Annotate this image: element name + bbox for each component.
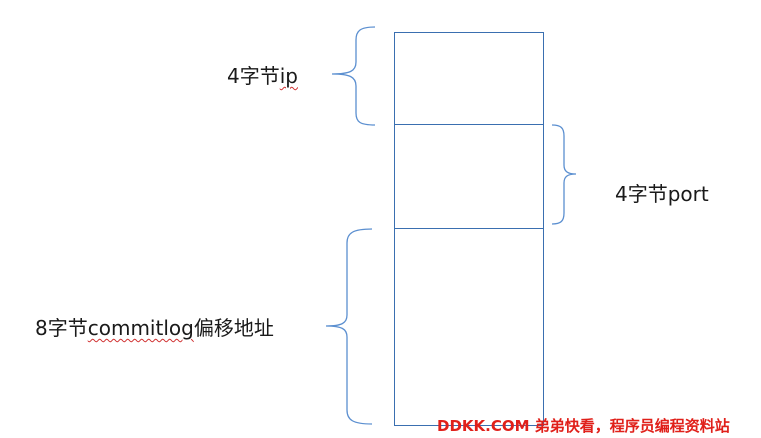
commitlog-offset-size-text: 8字节 xyxy=(35,316,88,340)
port-field-label: 4字节port xyxy=(615,184,709,204)
ip-field-label: 4字节ip xyxy=(227,66,298,86)
ip-name-text: ip xyxy=(279,64,298,88)
commitlog-offset-field-label: 8字节commitlog偏移地址 xyxy=(35,318,274,338)
port-brace xyxy=(551,124,577,225)
ip-field-box xyxy=(394,32,544,125)
ip-size-text: 4字节 xyxy=(227,64,280,88)
ip-brace xyxy=(331,26,376,126)
commitlog-name-text: commitlog xyxy=(87,316,194,340)
watermark-text: DDKK.COM 弟弟快看，程序员编程资料站 xyxy=(437,417,730,435)
commitlog-offset-suffix-text: 偏移地址 xyxy=(193,316,274,340)
port-name-text: port xyxy=(667,182,709,206)
port-size-text: 4字节 xyxy=(615,182,668,206)
commitlog-offset-field-box xyxy=(394,228,544,426)
port-field-box xyxy=(394,124,544,229)
commitlog-offset-brace xyxy=(325,228,373,425)
